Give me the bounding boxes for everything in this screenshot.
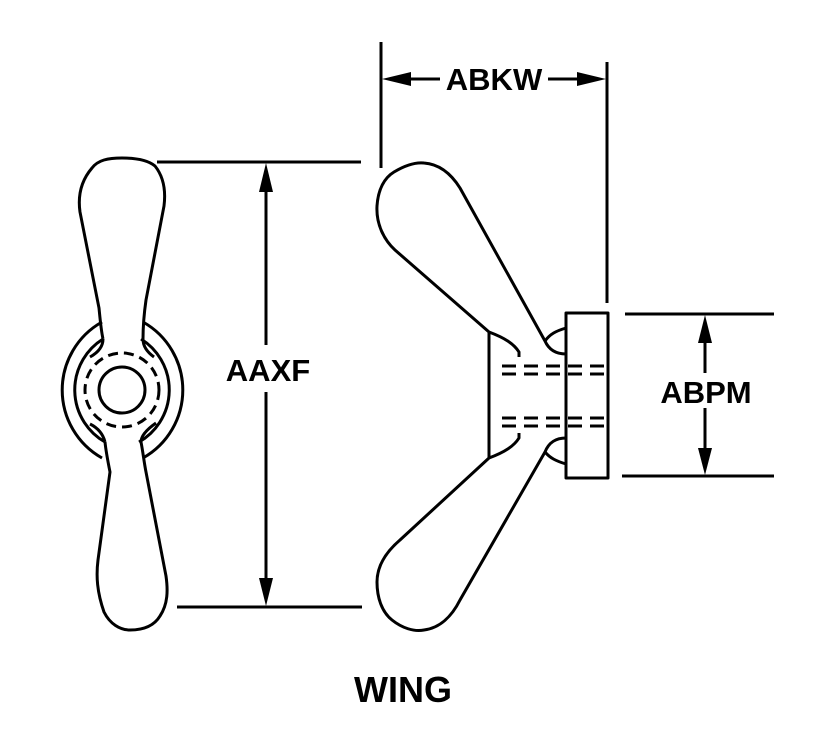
front-lower-wing (95, 421, 169, 632)
arrow-right-icon (577, 72, 606, 86)
side-lower-wing-fillet (543, 451, 567, 466)
side-lower-wing (375, 433, 567, 632)
washer-outer-arc-right (142, 320, 185, 460)
arrow-left-icon (382, 72, 411, 86)
washer-outer-arc-left (60, 320, 103, 460)
washer-inner-arc-left (73, 337, 106, 444)
arrow-up-icon (259, 163, 273, 192)
base-flange (564, 311, 610, 480)
side-view (375, 161, 610, 632)
dimension-abkw: ABKW (379, 42, 609, 303)
arrow-down-icon (698, 448, 712, 475)
front-lower-wing-neck-left (89, 422, 107, 443)
dimension-aaxf: AAXF (157, 160, 362, 609)
front-upper-wing (77, 156, 167, 359)
front-upper-wing-neck-left (89, 338, 105, 359)
arrow-up-icon (698, 315, 712, 343)
arrow-down-icon (259, 578, 273, 606)
front-view (60, 156, 185, 632)
side-upper-wing (375, 161, 567, 357)
dimension-label-aaxf: AAXF (226, 353, 310, 388)
side-upper-wing-fillet (543, 326, 567, 342)
dimension-label-abpm: ABPM (660, 375, 751, 410)
washer-inner-arc-right (138, 337, 171, 444)
center-hole (97, 365, 147, 415)
dimension-label-abkw: ABKW (446, 62, 543, 97)
thread-hidden-circle (83, 351, 161, 429)
figure-title: WING (354, 669, 452, 710)
dimension-abpm: ABPM (622, 312, 774, 478)
